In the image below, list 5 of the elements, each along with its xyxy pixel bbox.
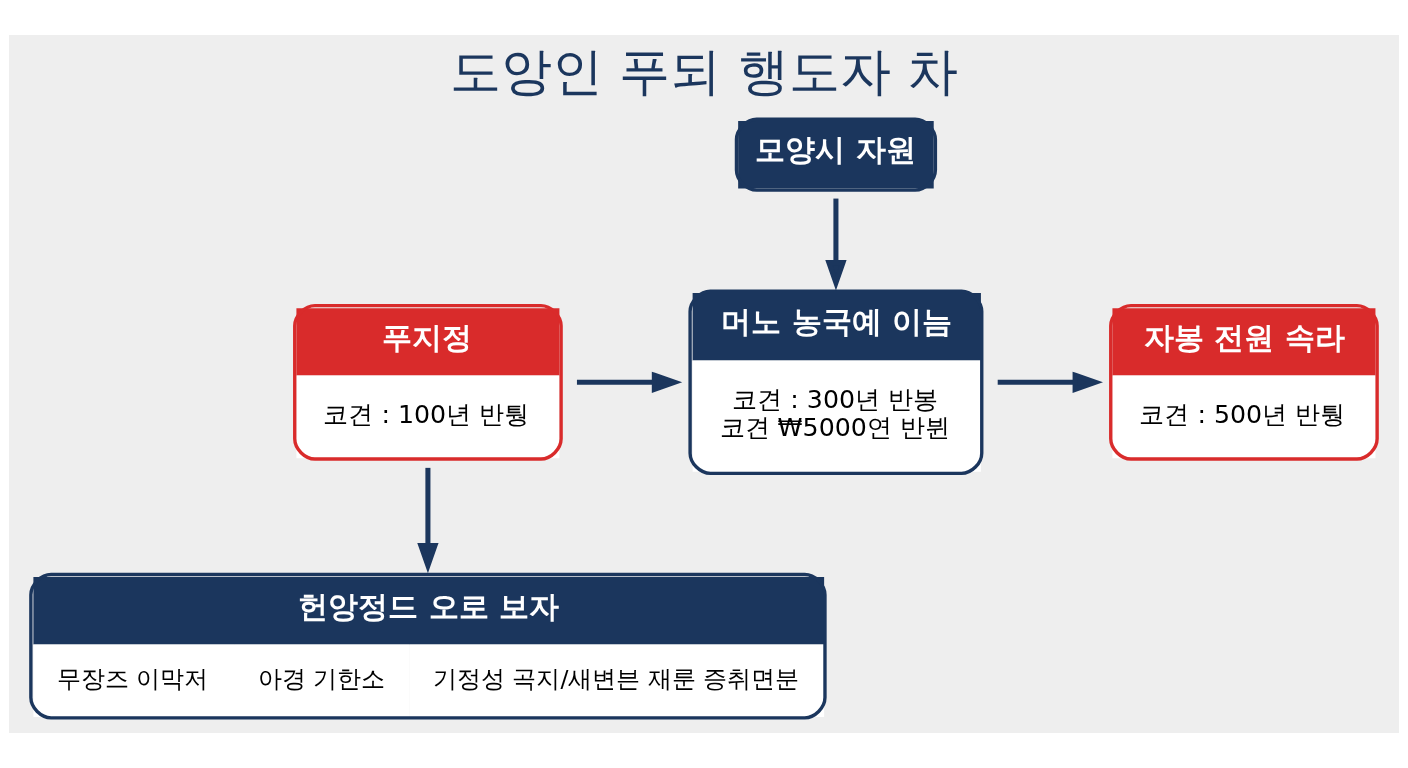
arrow bbox=[417, 467, 439, 574]
arrow bbox=[576, 371, 683, 393]
diagram-title: 도앙인 푸되 행도자 차 bbox=[450, 41, 958, 101]
arrow bbox=[997, 371, 1103, 393]
arrow bbox=[825, 198, 847, 291]
